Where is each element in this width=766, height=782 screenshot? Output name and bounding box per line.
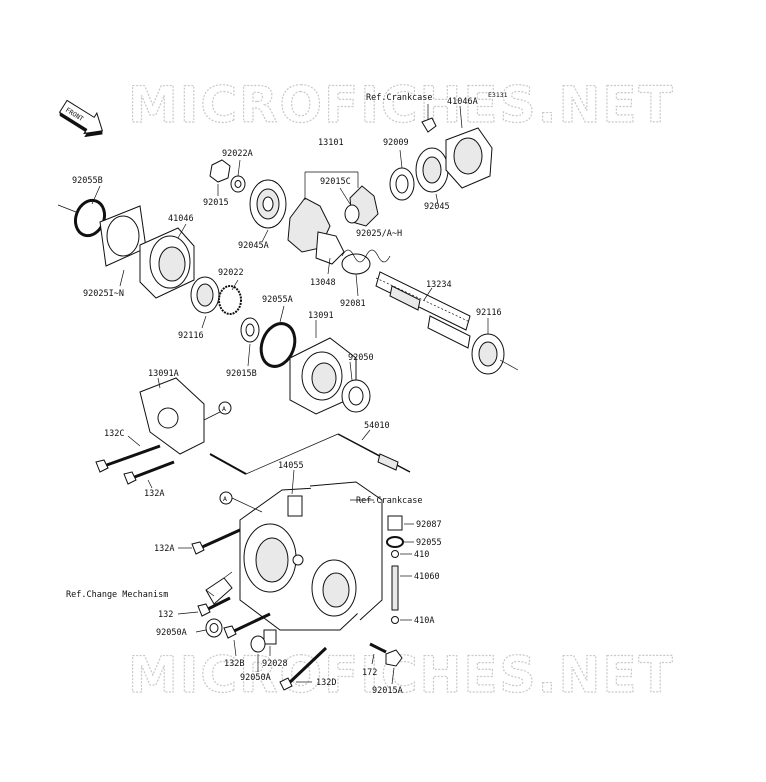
label-92055a: 92055A <box>262 295 293 305</box>
label-13091: 13091 <box>308 311 334 321</box>
nut-92015a <box>385 649 403 667</box>
label-ref-change-mechanism: Ref.Change Mechanism <box>66 590 168 600</box>
callout-a-upper: A <box>218 401 232 415</box>
bolt-132c <box>95 444 161 473</box>
label-92050a-left: 92050A <box>156 628 187 638</box>
label-92022: 92022 <box>218 268 244 278</box>
nut-92015 <box>209 159 231 183</box>
label-92015c: 92015C <box>320 177 351 187</box>
label-13048: 13048 <box>310 278 336 288</box>
shim-92015b <box>240 317 260 343</box>
label-14055: 14055 <box>278 461 304 471</box>
oil-seal-92050a-bottom <box>250 635 266 653</box>
washer-410a <box>391 616 399 624</box>
watermark-top: MICROFICHES.NET <box>128 76 675 134</box>
circlip-92022 <box>218 285 242 315</box>
label-54010: 54010 <box>364 421 390 431</box>
label-92045a: 92045A <box>238 241 269 251</box>
label-92087: 92087 <box>416 520 442 530</box>
label-132c: 132C <box>104 429 124 439</box>
label-132a-lower: 132A <box>154 544 174 554</box>
label-410: 410 <box>414 550 429 560</box>
label-132d: 132D <box>316 678 336 688</box>
case-14055 <box>239 481 383 631</box>
housing-13091 <box>289 337 357 415</box>
oil-seal-92116-left <box>190 276 220 314</box>
label-92025-a-h: 92025/A~H <box>356 229 402 239</box>
shim-92015c <box>344 204 360 224</box>
label-132a-upper: 132A <box>144 489 164 499</box>
label-41060: 41060 <box>414 572 440 582</box>
label-92055b: 92055B <box>72 176 103 186</box>
label-92009: 92009 <box>383 138 409 148</box>
bearing-92045 <box>415 147 449 193</box>
label-ref-crankcase-right: Ref.Crankcase <box>356 496 423 506</box>
callout-a-lower: A <box>219 491 263 513</box>
bolt-132b <box>223 612 271 639</box>
bearing-92045a <box>249 179 287 229</box>
bolt-132d <box>279 646 328 691</box>
label-92015a: 92015A <box>372 686 403 696</box>
bearing-housing-41046 <box>139 227 195 299</box>
washer-92022a <box>230 175 246 193</box>
label-92081: 92081 <box>340 299 366 309</box>
label-92116-right: 92116 <box>476 308 502 318</box>
o-ring-92055 <box>386 536 404 548</box>
label-41046: 41046 <box>168 214 194 224</box>
svg-text:A: A <box>222 405 226 413</box>
label-132b: 132B <box>224 659 244 669</box>
plug-92087 <box>387 515 403 531</box>
front-arrow-icon: FRONT <box>58 99 104 138</box>
svg-text:A: A <box>223 495 227 503</box>
label-92116-left: 92116 <box>178 331 204 341</box>
label-92050: 92050 <box>348 353 374 363</box>
oil-seal-92116-right <box>471 333 519 375</box>
washer-410 <box>391 550 399 558</box>
spring-92081 <box>341 249 391 275</box>
shaft-13234 <box>375 271 471 349</box>
label-92025i-n: 92025I~N <box>83 289 124 299</box>
oil-seal-92050 <box>341 379 371 413</box>
label-13091a: 13091A <box>148 369 179 379</box>
pinion-13048 <box>315 231 345 265</box>
label-92015b: 92015B <box>226 369 257 379</box>
collar-92028 <box>263 629 277 645</box>
figure-code: E3131 <box>488 91 508 99</box>
label-410a: 410A <box>414 616 434 626</box>
cable-54010 <box>209 433 411 475</box>
bolt-132a-lower <box>191 528 241 555</box>
stud-172 <box>369 642 387 654</box>
label-13234: 13234 <box>426 280 452 290</box>
label-172: 172 <box>362 668 377 678</box>
bolt-132 <box>197 596 231 617</box>
bearing-housing-41046a <box>445 127 493 189</box>
o-ring-92055a <box>259 322 297 368</box>
label-92028: 92028 <box>262 659 288 669</box>
label-41046a: 41046A <box>447 97 478 107</box>
label-92055: 92055 <box>416 538 442 548</box>
label-92050a-bottom: 92050A <box>240 673 271 683</box>
label-92022a: 92022A <box>222 149 253 159</box>
bolt-top-crankcase <box>421 104 437 133</box>
oil-seal-92009 <box>389 167 415 201</box>
bolt-132a-upper <box>123 460 175 485</box>
shaft-41060 <box>391 565 399 611</box>
gasket-92025i-n <box>99 205 147 267</box>
label-92015: 92015 <box>203 198 229 208</box>
oil-seal-92050a-left <box>205 618 223 638</box>
label-132: 132 <box>158 610 173 620</box>
label-13101: 13101 <box>318 138 344 148</box>
leader-lines <box>91 105 489 685</box>
label-ref-crankcase-top: Ref.Crankcase <box>366 93 433 103</box>
bracket-13091a <box>139 377 221 455</box>
linkage-change-mechanism <box>205 571 233 605</box>
label-92045: 92045 <box>424 202 450 212</box>
